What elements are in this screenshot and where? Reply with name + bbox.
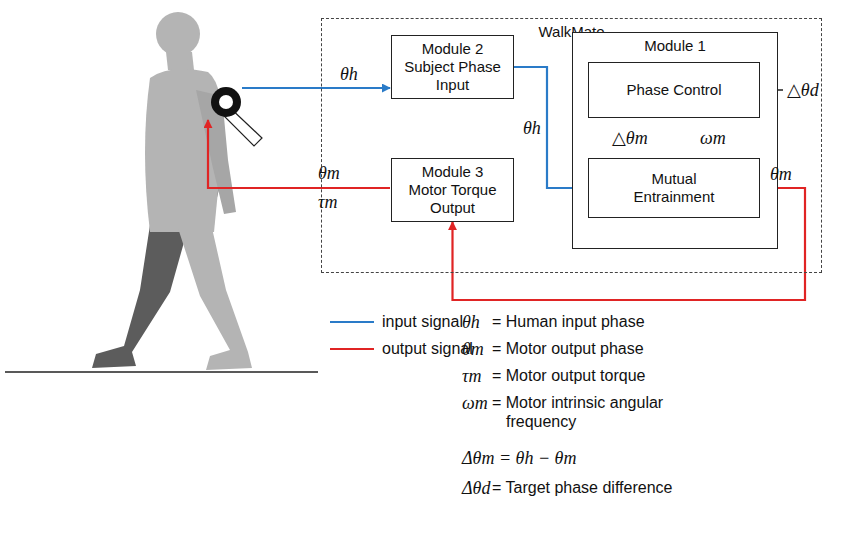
legend-text: input signal [382,312,463,331]
signal-label: △θm [612,128,648,148]
process-box: Mutual Entrainment [588,158,760,218]
walking-person [5,12,318,372]
box-text: Motor Torque Output [399,181,507,217]
legend-sample-line [330,321,374,323]
symbol-definition: = Motor intrinsic angular frequency [492,393,696,431]
walkmate-boundary: WalkMateModule 2Subject Phase InputModul… [321,18,822,273]
signal-label: ωm [700,128,726,148]
box-title: Mutual Entrainment [624,170,724,206]
box-title: Module 1 [644,37,706,55]
box-title: Module 2 [422,40,484,58]
signal-symbol: Δθm = θh − θm [462,448,576,468]
signal-symbol: θm [318,163,340,183]
signal-symbol: θh [340,64,358,84]
shoulder-device [211,87,262,146]
symbol-definition: = Target phase difference [492,478,672,497]
legend-sample-line [330,348,374,350]
input-signal-line [242,87,390,89]
signal-symbol: Δθd [462,478,490,498]
box-title: Phase Control [626,81,721,99]
signal-label: θm [770,164,792,184]
signal-symbol: θh [462,312,480,332]
symbol-definition: = Motor output torque [492,366,645,385]
signal-label: θh [523,118,541,138]
box-title: Module 3 [422,163,484,181]
process-box: Module 3Motor Torque Output [391,158,514,222]
signal-symbol: τm [462,366,481,386]
signal-symbol: △θd [787,80,819,100]
module-box: Module 1 Phase ControlMutual Entrainment [572,32,778,249]
signal-symbol: ωm [462,393,488,413]
box-text: Subject Phase Input [399,58,507,94]
process-box: Module 2Subject Phase Input [391,35,514,99]
legend-text: output signal [382,339,473,358]
symbol-definition: = Human input phase [492,312,645,331]
output-signal-line [208,120,390,188]
symbol-definition: = Motor output phase [492,339,644,358]
signal-symbol: τm [318,192,337,212]
process-box: Phase Control [588,62,760,118]
